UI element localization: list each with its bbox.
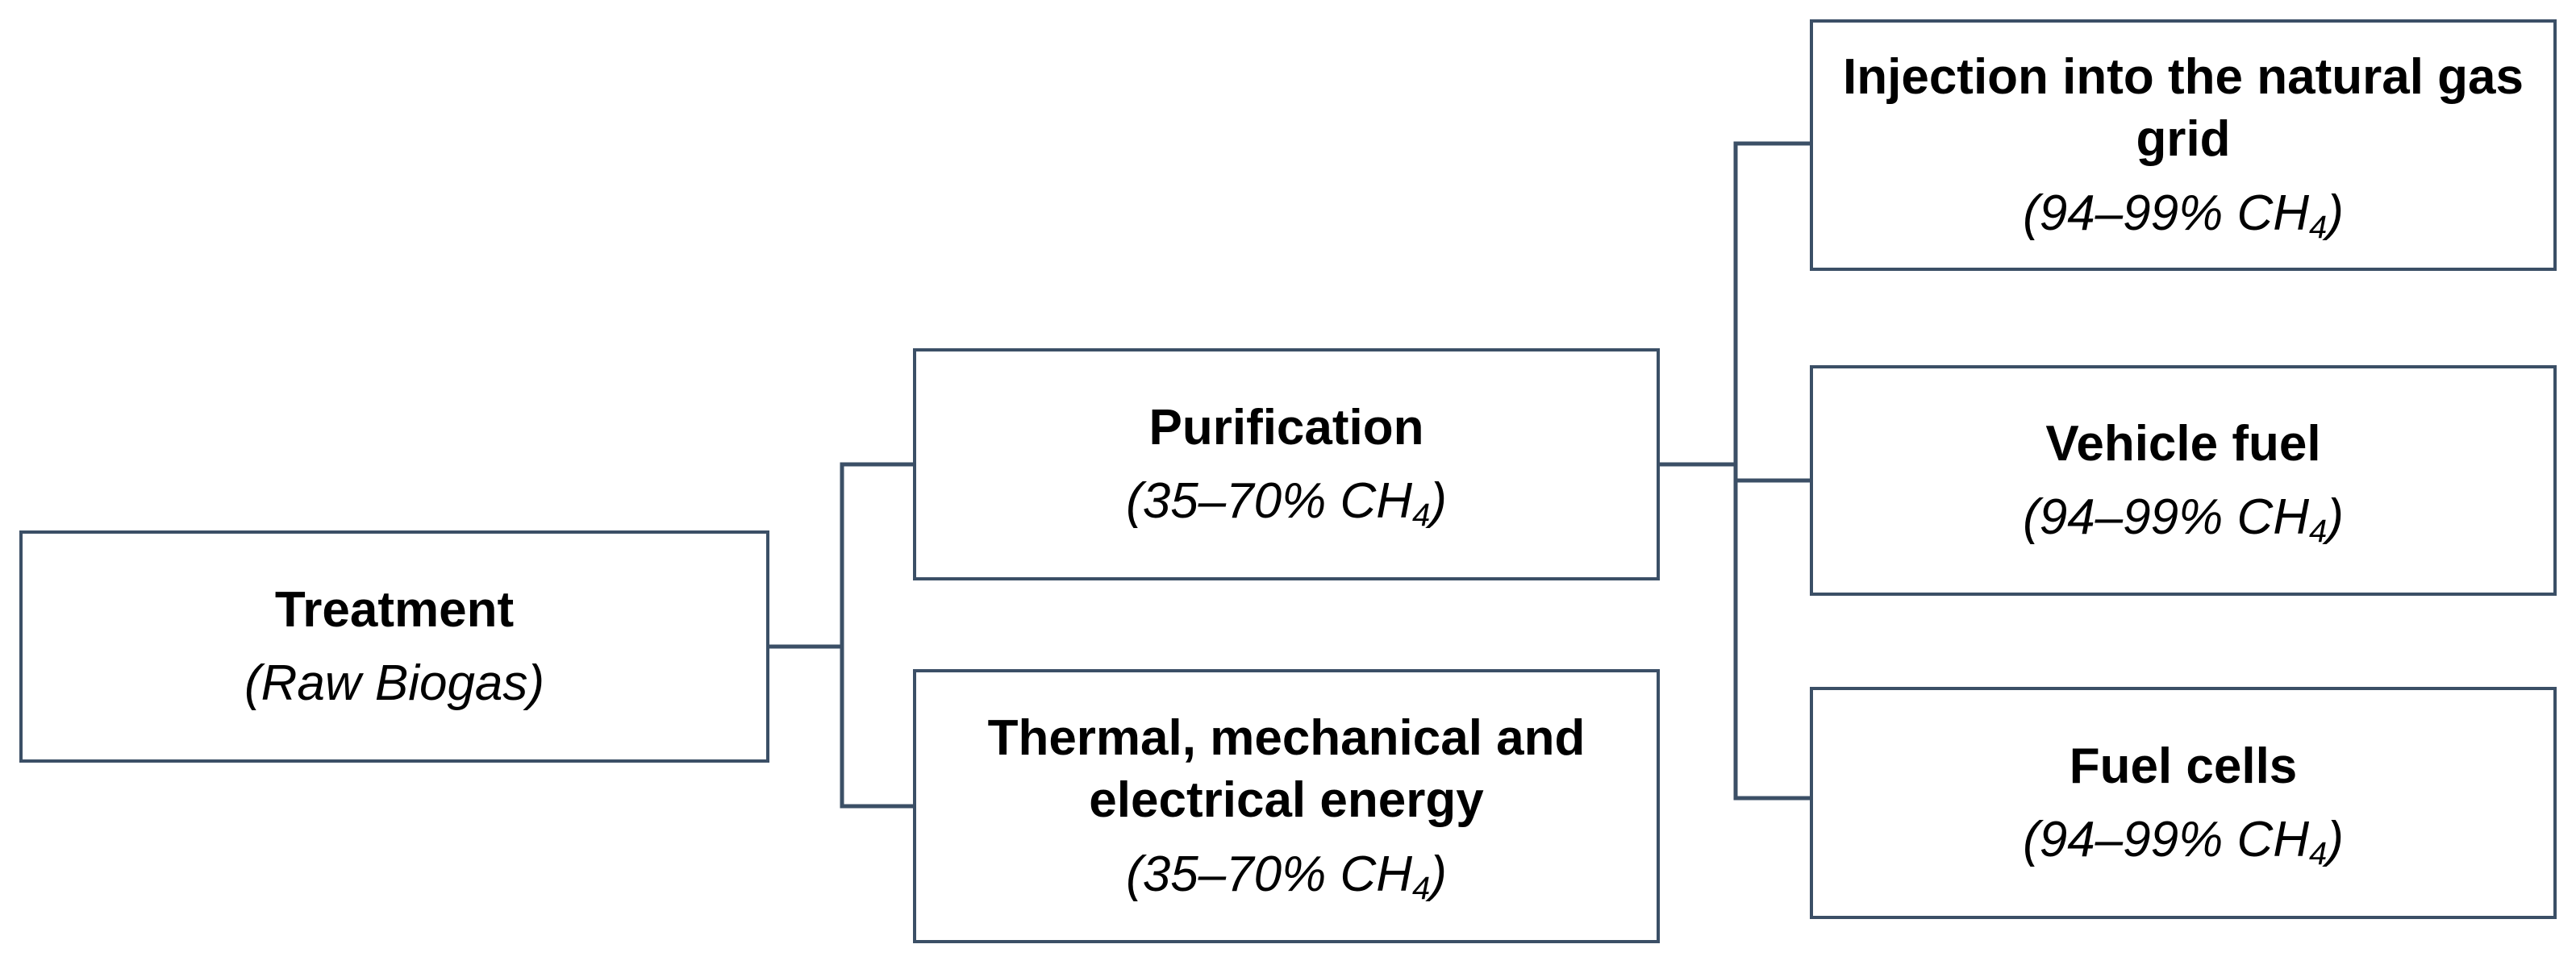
vehicle-fuel-box: Vehicle fuel (94–99% CH4)	[1810, 365, 2557, 596]
treatment-subtitle: (Raw Biogas)	[244, 655, 545, 711]
vehicle-fuel-title: Vehicle fuel	[2045, 415, 2321, 472]
vehicle-fuel-subtitle: (94–99% CH4)	[2023, 489, 2344, 549]
fuel-cells-box: Fuel cells (94–99% CH4)	[1810, 687, 2557, 919]
treatment-title: Treatment	[274, 581, 515, 638]
grid-injection-title: Injection into the natural gas grid	[1843, 48, 2524, 168]
energy-subtitle: (35–70% CH4)	[1126, 846, 1447, 906]
grid-injection-subtitle: (94–99% CH4)	[2023, 185, 2344, 245]
purification-subtitle: (35–70% CH4)	[1126, 473, 1447, 533]
energy-title: Thermal, mechanical and electrical energ…	[987, 709, 1586, 829]
purification-title: Purification	[1148, 399, 1424, 455]
fuel-cells-subtitle: (94–99% CH4)	[2023, 812, 2344, 871]
grid-injection-box: Injection into the natural gas grid (94–…	[1810, 19, 2557, 271]
treatment-box: Treatment (Raw Biogas)	[19, 530, 769, 763]
energy-box: Thermal, mechanical and electrical energ…	[913, 669, 1660, 943]
purification-box: Purification (35–70% CH4)	[913, 348, 1660, 580]
fuel-cells-title: Fuel cells	[2069, 738, 2298, 794]
